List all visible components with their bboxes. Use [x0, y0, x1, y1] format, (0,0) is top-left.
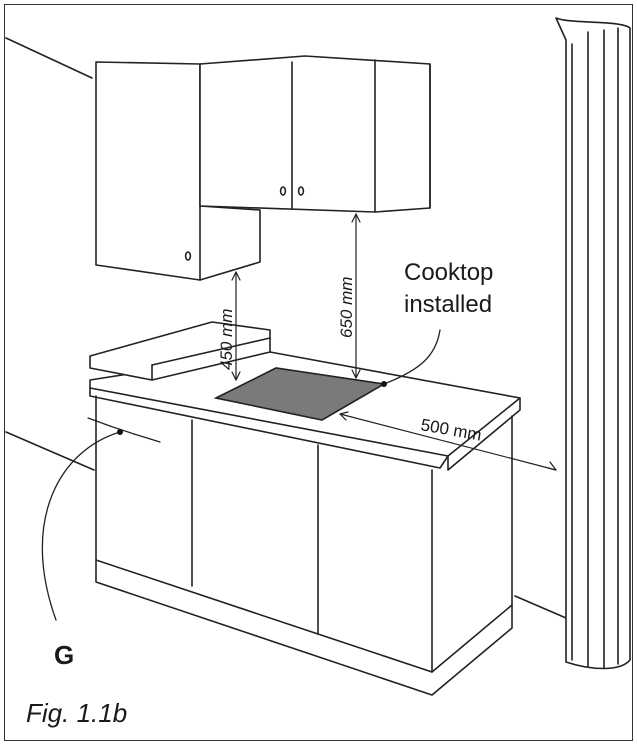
curtain [555, 17, 631, 670]
point-label-g: G [54, 640, 74, 670]
callout-leaders [41, 329, 441, 621]
dimension-lines [87, 213, 557, 471]
cooktop-point-marker [381, 381, 387, 387]
dimension-650: 650 mm [337, 277, 356, 338]
upper-cabinet-right [199, 55, 431, 213]
dimension-450: 450 mm [217, 309, 236, 370]
room-walls [5, 37, 567, 619]
cooktop-label-line2: installed [404, 291, 492, 318]
base-cabinets [95, 395, 513, 696]
cooktop-label-line1: Cooktop [404, 259, 493, 286]
g-point-marker [117, 429, 123, 435]
figure-caption: Fig. 1.1b [26, 698, 127, 728]
